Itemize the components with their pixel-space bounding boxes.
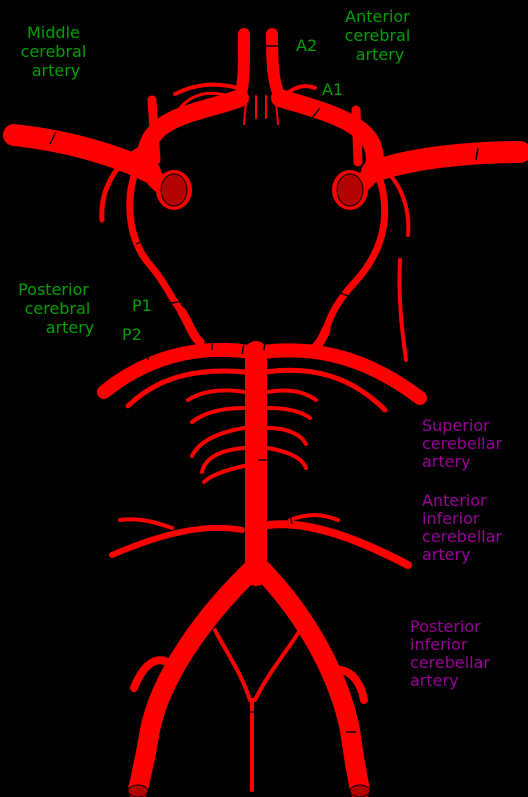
- label-middle-cerebral: Middle cerebral artery: [21, 23, 92, 80]
- label-p1: P1: [132, 296, 152, 315]
- label-anterior-cerebral-line2: cerebral: [345, 26, 411, 45]
- carotid-section-left-face: [161, 174, 187, 206]
- label-posterior-cerebral: Posterior cerebral artery: [18, 280, 95, 337]
- label-posterior-cerebral-line1: Posterior: [18, 280, 89, 299]
- pontine-branch-5l: [204, 466, 244, 482]
- label-pica-line4: artery: [410, 671, 459, 690]
- label-posterior-cerebral-line3: artery: [46, 318, 95, 337]
- label-middle-cerebral-line1: Middle: [27, 23, 80, 42]
- anterior-cerebral-a1-left: [160, 98, 240, 128]
- anterior-cerebral-a2-right: [272, 34, 280, 98]
- label-superior-cerebellar-line3: artery: [422, 452, 471, 471]
- label-a2: A2: [296, 36, 317, 55]
- anterior-spinal-left: [215, 630, 250, 700]
- label-posterior-cerebral-line2: cerebral: [25, 299, 91, 318]
- orbital-branch-right: [284, 86, 315, 96]
- label-superior-cerebellar-line1: Superior: [422, 416, 490, 435]
- aica-right: [268, 524, 408, 565]
- label-aica-line3: cerebellar: [422, 527, 502, 546]
- pontine-branch-4r: [268, 448, 306, 468]
- label-pica-line3: cerebellar: [410, 653, 490, 672]
- vertebral-artery-left: [138, 570, 252, 790]
- anterior-cerebral-a2-left: [240, 34, 244, 98]
- label-posterior-inferior-cerebellar: Posterior inferior cerebellar artery: [410, 617, 495, 690]
- vertebral-end-left: [128, 785, 148, 797]
- vertebral-end-right: [350, 785, 370, 797]
- tick-aica-l: [132, 522, 136, 528]
- pontine-branch-1r: [268, 390, 316, 400]
- lenticulostriate-left: [152, 100, 156, 160]
- label-aica-line4: artery: [422, 545, 471, 564]
- vertebral-artery-right: [262, 570, 360, 790]
- posterior-branch-right: [399, 260, 406, 360]
- label-anterior-cerebral: Anterior cerebral artery: [345, 7, 416, 64]
- lenticulostriate-right: [356, 110, 358, 162]
- label-a1: A1: [322, 80, 343, 99]
- label-middle-cerebral-line2: cerebral: [21, 42, 87, 61]
- pontine-branch-3r: [268, 428, 306, 444]
- aica-left-upper: [120, 519, 172, 528]
- pontine-branch-1l: [188, 390, 244, 400]
- label-superior-cerebellar-line2: cerebellar: [422, 434, 502, 453]
- label-pica-line2: inferior: [410, 635, 468, 654]
- carotid-section-right-face: [337, 174, 363, 206]
- label-middle-cerebral-line3: artery: [32, 61, 81, 80]
- label-aica-line1: Anterior: [422, 491, 487, 510]
- pontine-branch-2r: [268, 408, 310, 418]
- middle-cerebral-right: [372, 152, 520, 172]
- label-superior-cerebellar: Superior cerebellar artery: [422, 416, 507, 471]
- aica-left: [112, 528, 242, 555]
- posterior-cerebral-p1-left: [182, 312, 200, 342]
- label-anterior-cerebral-line1: Anterior: [345, 7, 410, 26]
- aica-right-upper: [290, 515, 338, 520]
- label-aica-line2: inferior: [422, 509, 480, 528]
- label-p2: P2: [122, 325, 142, 344]
- label-pica-line1: Posterior: [410, 617, 481, 636]
- anterior-cerebral-a1-right: [280, 98, 360, 130]
- label-anterior-cerebral-line3: artery: [356, 45, 405, 64]
- label-anterior-inferior-cerebellar: Anterior inferior cerebellar artery: [422, 491, 507, 564]
- pontine-branch-2l: [192, 408, 244, 422]
- anterior-choroidal-right: [385, 170, 408, 235]
- anterior-spinal-right: [255, 630, 300, 700]
